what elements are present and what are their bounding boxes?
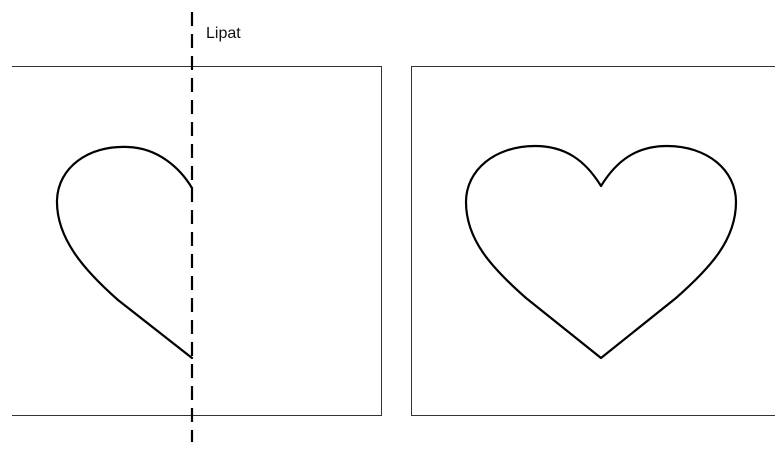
unfolded-paper-panel <box>412 67 775 416</box>
heart-icon <box>466 146 736 358</box>
folded-paper-panel <box>12 67 382 416</box>
fold-label: Lipat <box>206 24 241 44</box>
unfolded-paper-border <box>412 67 775 416</box>
half-heart-icon <box>57 147 192 358</box>
